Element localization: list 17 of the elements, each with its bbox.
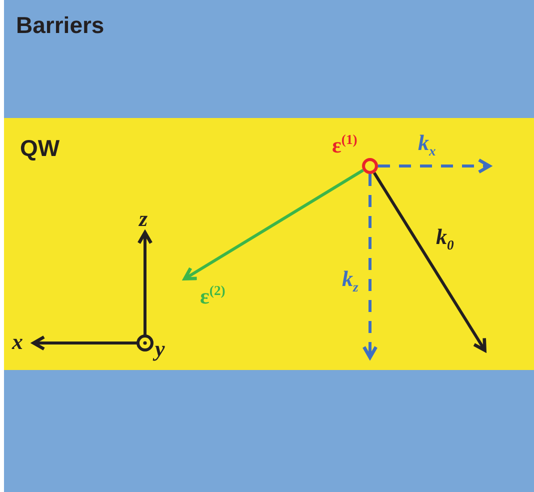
polarization-label: ε$^{(1)}$ (332, 133, 358, 156)
axis-label: x (12, 331, 23, 353)
quantum-well-band (4, 118, 534, 370)
edge-label: k$_{z}$ (342, 268, 358, 294)
edge-label: ε$^{(2)}$ (200, 284, 226, 308)
band-label: QW (20, 137, 60, 160)
edge-label: k$_{0}$ (436, 226, 454, 252)
axis-label: z (139, 208, 148, 230)
edge-label: k$_{x}$ (418, 132, 436, 158)
wavevector-component-arrow (362, 174, 378, 360)
region-label: Barriers (16, 14, 104, 37)
axis-label: y (155, 338, 165, 360)
wavevector-arrow (372, 172, 486, 352)
wavevector-component-arrow (378, 158, 492, 174)
barrier-region (4, 0, 534, 492)
polarization-circle (362, 158, 378, 174)
polarization-arrow (183, 168, 364, 280)
